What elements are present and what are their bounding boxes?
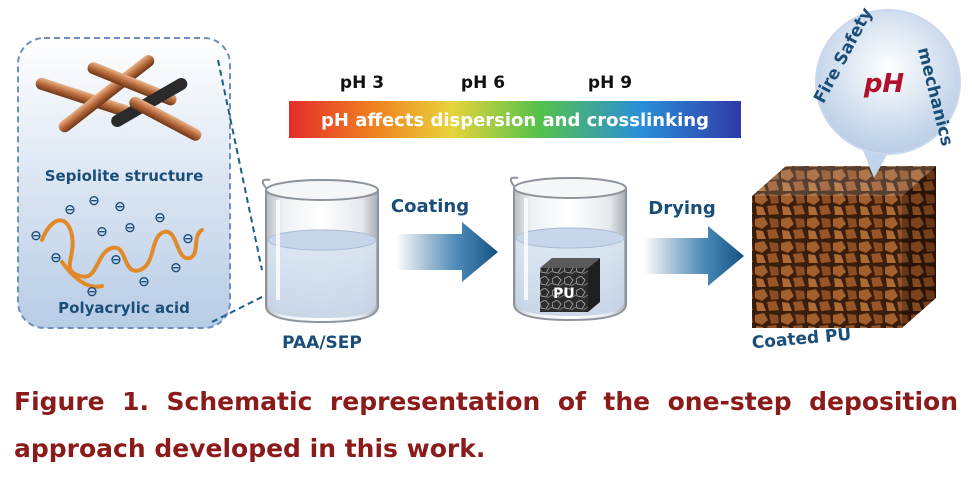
ph-scale: pH 3 pH 6 pH 9 pH affects dispersion and… [289,73,741,138]
arrow2-label: Drying [648,198,715,219]
caption-line-1: Figure 1. Schematic representation of th… [14,378,958,425]
beaker-paa-sep [263,180,378,322]
charge-icon: ⊖ [154,210,166,226]
product-label: Coated PU [751,325,852,354]
beaker-with-foam: PU [511,178,626,320]
polymer-label: Polyacrylic acid [58,299,190,317]
charge-icon: ⊖ [88,193,100,209]
charge-icon: ⊖ [86,284,98,300]
charge-icon: ⊖ [138,274,150,290]
caption-line-2: approach developed in this work. [14,425,958,472]
arrow-coating[interactable] [396,222,498,282]
arrow-drying[interactable] [644,226,744,286]
charge-icon: ⊖ [50,250,62,266]
charge-icon: ⊖ [96,224,108,240]
figure-caption: Figure 1. Schematic representation of th… [14,378,958,472]
arrow1-label: Coating [391,196,469,217]
inset-panel: Sepiolite structure ⊖ ⊖ ⊖ ⊖ ⊖ ⊖ ⊖ ⊖ ⊖ ⊖ … [18,38,290,328]
coated-pu-cube [752,166,936,328]
charge-icon: ⊖ [64,202,76,218]
foam-label: PU [553,286,575,302]
ph-value-9: pH 9 [588,73,632,93]
properties-bubble: pH Fire Safety mechanics [810,5,960,178]
bubble-center-text: pH [863,69,905,99]
charge-icon: ⊖ [124,220,136,236]
beaker1-label: PAA/SEP [282,333,362,353]
pu-foam-cube [540,258,600,312]
charge-icon: ⊖ [110,252,122,268]
charge-icon: ⊖ [114,199,126,215]
ph-value-6: pH 6 [461,73,505,93]
charge-icon: ⊖ [30,228,42,244]
charge-icon: ⊖ [170,260,182,276]
structure-label: Sepiolite structure [45,167,204,185]
ph-bar-text: pH affects dispersion and crosslinking [321,110,709,131]
charge-icon: ⊖ [182,231,194,247]
ph-value-3: pH 3 [340,73,384,93]
